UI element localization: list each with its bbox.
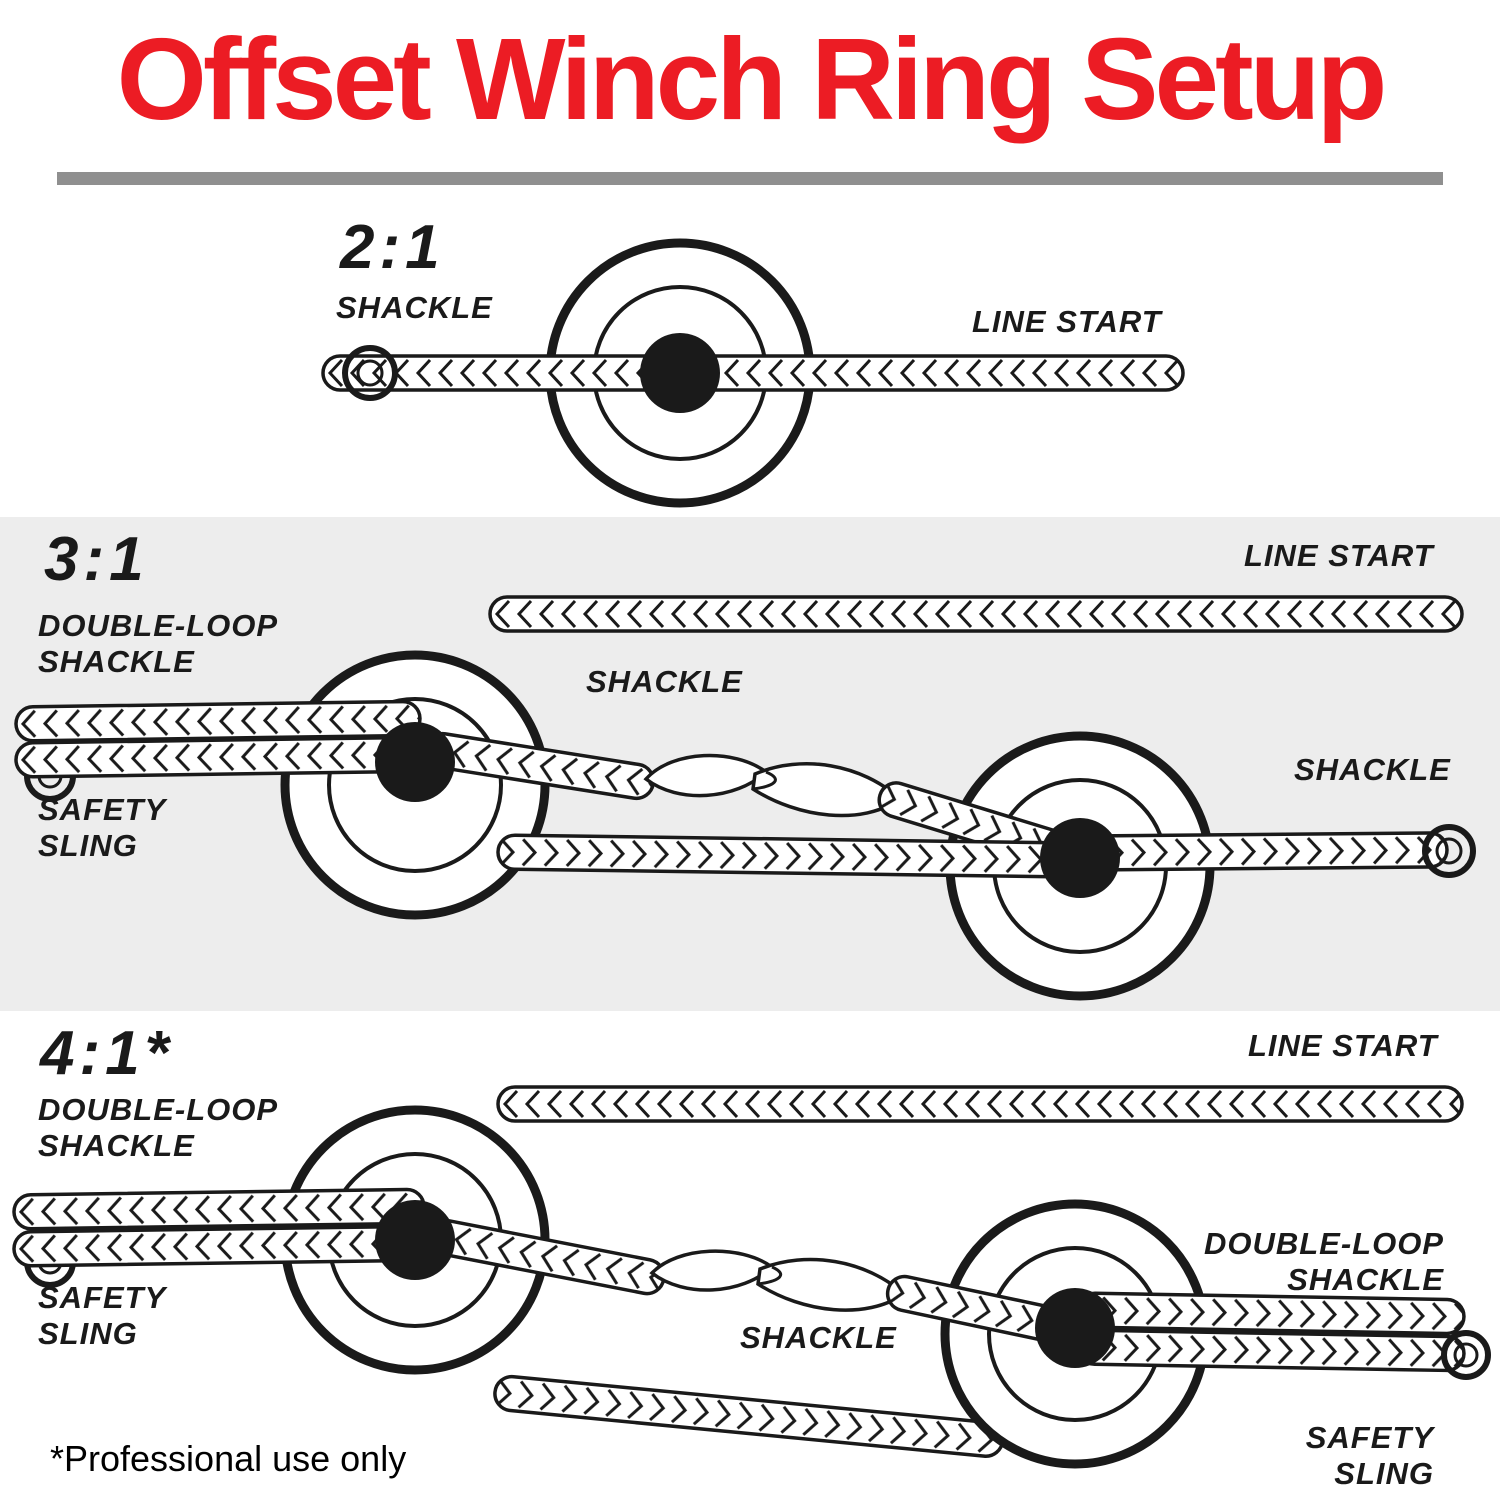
safety-sling-label-3-1-line1: SAFETY [38, 792, 167, 827]
ratio-label-4-1: 4:1* [40, 1019, 174, 1088]
shackle-ring-right [1441, 1330, 1491, 1380]
rope-double-loop-b [14, 735, 424, 779]
double-loop-shackle-label-4-1-left-line1: DOUBLE-LOOP [38, 1092, 279, 1127]
middle-shackle-label-4-1: SHACKLE [740, 1320, 897, 1355]
double-loop-shackle-label-4-1-right-line1: DOUBLE-LOOP [1203, 1226, 1444, 1261]
ring-hub-right [1040, 818, 1120, 898]
middle-shackle-label-3-1: SHACKLE [586, 664, 743, 699]
rope-double-loop-b [12, 1224, 428, 1268]
setup-2-1 [321, 243, 1185, 503]
rope-right-double-b [1076, 1328, 1466, 1373]
double-loop-shackle-label-3-1-line1: DOUBLE-LOOP [38, 608, 279, 643]
right-shackle-label-3-1: SHACKLE [1294, 752, 1451, 787]
rope-right-double-a [1076, 1291, 1466, 1336]
rope-main [321, 354, 1185, 392]
shackle-label-2-1: SHACKLE [336, 290, 493, 325]
rope-double-loop-a [12, 1187, 426, 1231]
ring-hub-left [375, 1200, 455, 1280]
ratio-label-3-1: 3:1 [44, 525, 149, 594]
rope-return-bottom [493, 1374, 1005, 1459]
ring-hub-left [375, 722, 455, 802]
safety-sling-label-4-1-left-line2: SLING [38, 1316, 138, 1351]
shackle-ring [342, 345, 398, 401]
rope-exit-right [1083, 831, 1449, 872]
professional-use-footnote: *Professional use only [50, 1438, 407, 1479]
rope-return [496, 833, 1090, 879]
safety-sling-label-3-1-line2: SLING [38, 828, 138, 863]
setup-3-1 [14, 595, 1476, 996]
safety-sling-label-4-1-right-line1: SAFETY [1305, 1420, 1434, 1455]
ring-hub [640, 333, 720, 413]
ratio-label-2-1: 2:1 [340, 213, 445, 282]
shackle-ring-right [1422, 824, 1476, 878]
line-start-label-3-1: LINE START [1244, 538, 1434, 573]
soft-shackle [649, 1249, 907, 1312]
rope-double-loop-a [14, 699, 422, 743]
setup-4-1 [12, 1085, 1491, 1464]
double-loop-shackle-label-4-1-right-line2: SHACKLE [1287, 1262, 1444, 1297]
rope-line-start [488, 595, 1464, 633]
ring-hub-right [1035, 1288, 1115, 1368]
double-loop-shackle-label-3-1-line2: SHACKLE [38, 644, 195, 679]
line-start-label-4-1: LINE START [1248, 1028, 1438, 1063]
rope-line-start [496, 1085, 1464, 1123]
page-title: Offset Winch Ring Setup [116, 14, 1388, 144]
double-loop-shackle-label-4-1-left-line2: SHACKLE [38, 1128, 195, 1163]
title-divider [57, 172, 1443, 185]
line-start-label-2-1: LINE START [972, 304, 1162, 339]
safety-sling-label-4-1-right-line2: SLING [1334, 1456, 1434, 1491]
safety-sling-label-4-1-left-line1: SAFETY [38, 1280, 167, 1315]
